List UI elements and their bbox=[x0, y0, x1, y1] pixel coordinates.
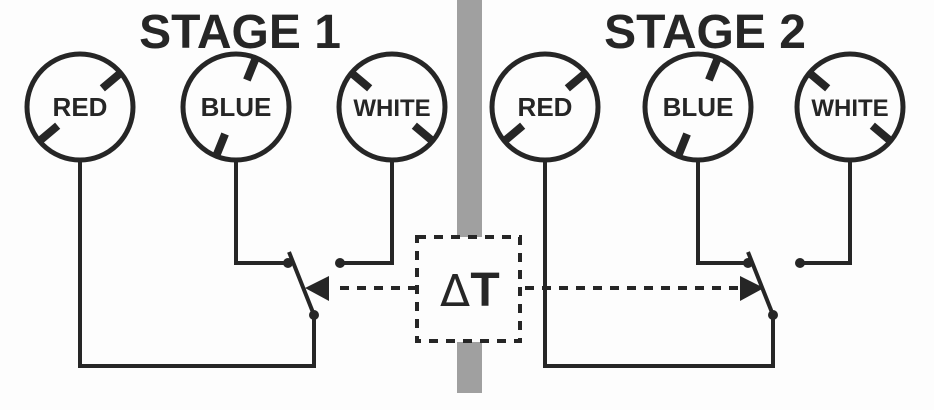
lamp-label: WHITE bbox=[811, 95, 888, 122]
stage-2-title: STAGE 2 bbox=[604, 6, 806, 59]
actuator-arrow-left bbox=[305, 276, 329, 301]
delta-t-timer: Δ T bbox=[415, 235, 522, 343]
divider-bottom bbox=[457, 342, 482, 393]
lamp-label: BLUE bbox=[201, 92, 272, 122]
lamp-blue-stage-1: BLUE bbox=[180, 51, 292, 163]
stage-1-wiring bbox=[78, 160, 416, 368]
actuator-arrow-right bbox=[740, 276, 764, 301]
stage-1-title: STAGE 1 bbox=[139, 6, 341, 59]
divider-top bbox=[457, 0, 482, 237]
lamp-white-stage-2: WHITE bbox=[794, 51, 906, 163]
lamp-label: RED bbox=[518, 92, 573, 122]
lamp-red-stage-1: RED bbox=[24, 51, 136, 163]
lamp-label: BLUE bbox=[663, 92, 734, 122]
lamp-white-stage-1: WHITE bbox=[336, 51, 448, 163]
lamp-red-stage-2: RED bbox=[489, 51, 601, 163]
delta-symbol: Δ bbox=[440, 266, 470, 317]
timer-label: T bbox=[470, 264, 499, 317]
lamp-label: WHITE bbox=[353, 95, 430, 122]
lamp-label: RED bbox=[53, 92, 108, 122]
switch-blade bbox=[287, 251, 316, 316]
lamp-blue-stage-2: BLUE bbox=[642, 51, 754, 163]
stage-2-wiring bbox=[525, 160, 852, 368]
